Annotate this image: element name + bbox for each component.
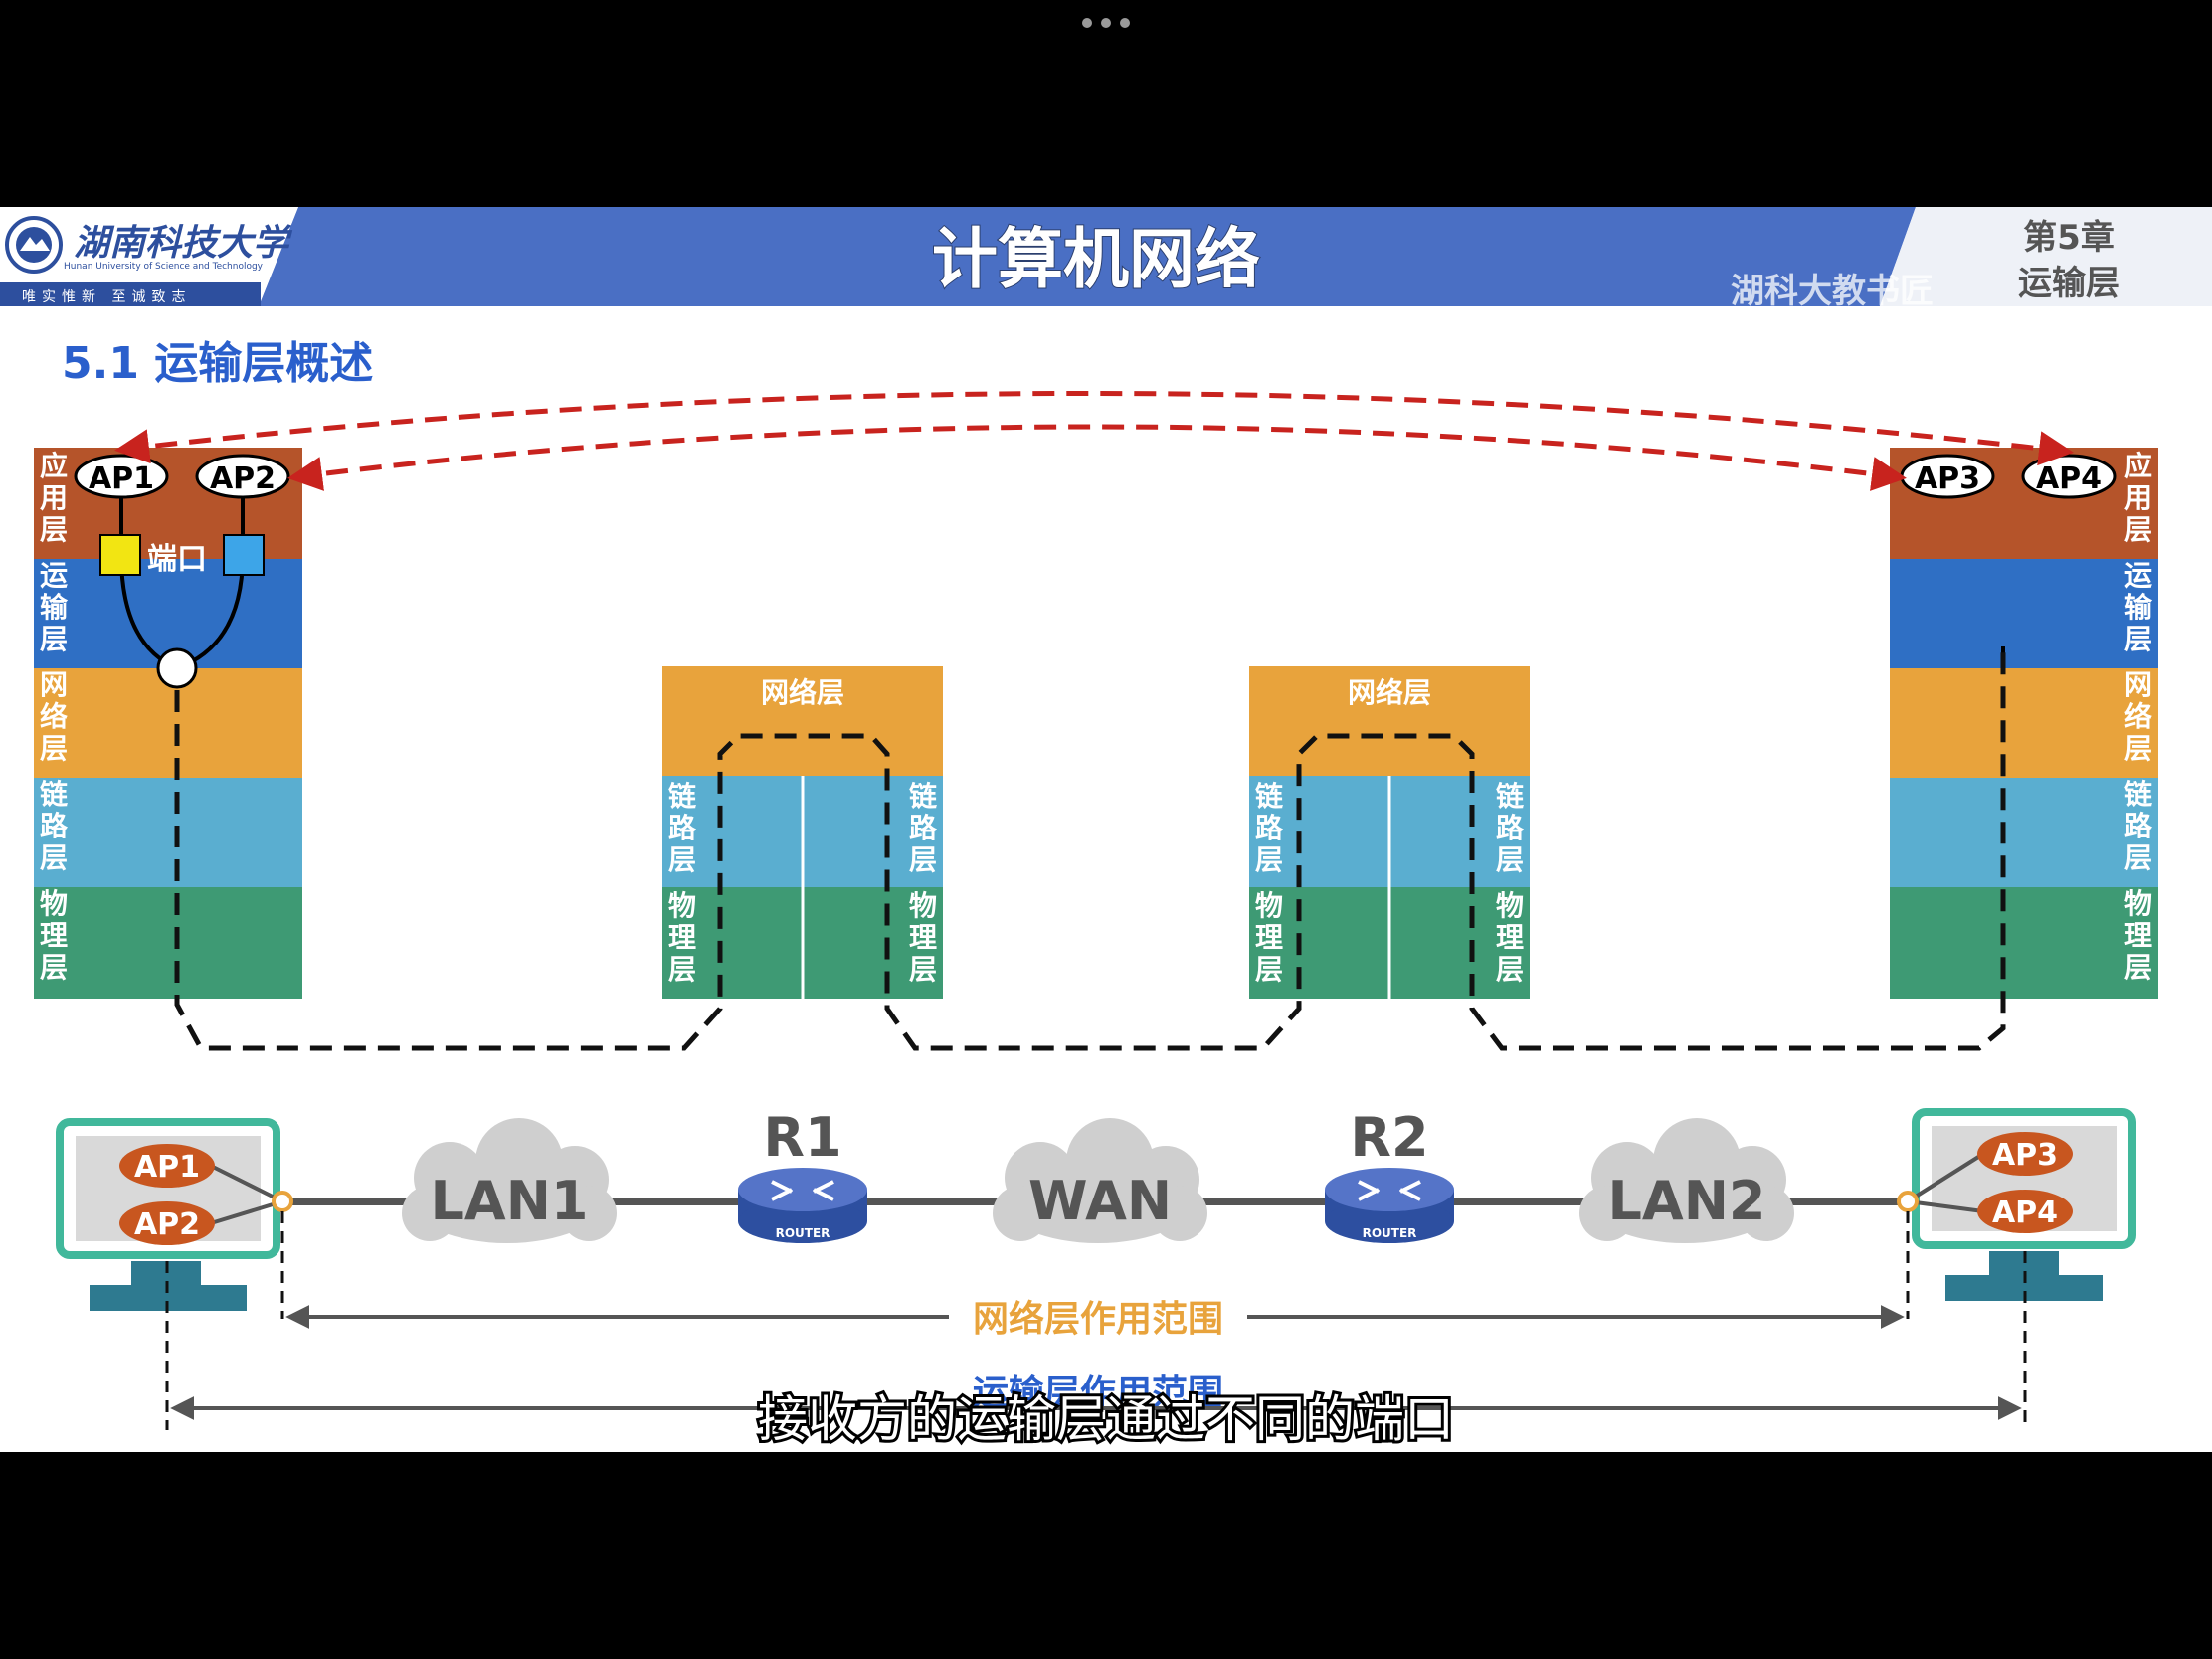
ap1-label: AP1 — [89, 461, 154, 496]
cloud-wan-label: WAN — [1028, 1170, 1172, 1232]
router1-stack — [662, 666, 943, 999]
layer-label-transport: 运输层 — [40, 559, 69, 655]
right-layer-labels: 应用层 运输层 网络层 链路层 物理层 — [2124, 450, 2153, 984]
right-host-port — [1897, 1191, 1919, 1212]
layer-label-link: 链路层 — [2124, 778, 2153, 874]
layer-label-link: 链路层 — [40, 778, 69, 874]
router2-side-labels: 链路层 链路层 物理层 物理层 — [1255, 780, 1525, 986]
cloud-lan1-label: LAN1 — [431, 1170, 589, 1232]
transport-network-junction — [156, 647, 198, 689]
course-title: 计算机网络 — [932, 221, 1260, 297]
cloud-wan[interactable]: WAN — [993, 1118, 1207, 1243]
layer-label-application: 应用层 — [40, 450, 68, 546]
router1-phys-right: 物理层 — [909, 889, 937, 986]
slide: 湖南科技大学 Hunan University of Science and T… — [0, 207, 2212, 1452]
layer-label-application: 应用层 — [2124, 450, 2152, 546]
router2-phys-left: 物理层 — [1255, 889, 1283, 986]
router-r2-label: R2 — [1350, 1106, 1428, 1169]
layer-label-network: 网络层 — [40, 668, 68, 765]
router-r1[interactable] — [738, 1168, 867, 1243]
letterbox-bottom — [0, 1452, 2212, 1659]
host-ap3-oval[interactable] — [1977, 1132, 2073, 1176]
cloud-lan1[interactable]: LAN1 — [402, 1118, 617, 1243]
host-ap1-label: AP1 — [134, 1150, 200, 1185]
right-protocol-stack — [1890, 448, 2158, 999]
slide-canvas: 湖南科技大学 Hunan University of Science and T… — [0, 207, 2212, 1451]
network-scope-label: 网络层作用范围 — [973, 1298, 1223, 1340]
layer-label-physical: 物理层 — [2124, 887, 2152, 984]
left-layer-labels: 应用层 运输层 网络层 链路层 物理层 — [40, 450, 69, 984]
ap4-label: AP4 — [2036, 461, 2102, 496]
router-r1-label: R1 — [763, 1106, 841, 1169]
router1-phys-left: 物理层 — [668, 889, 696, 986]
port-blue — [223, 534, 265, 576]
logical-link-ap1-ap4 — [114, 391, 2074, 466]
router-arrows-icon — [1358, 1180, 1421, 1201]
router2-link-right: 链路层 — [1496, 780, 1525, 876]
router-arrows-icon — [771, 1180, 834, 1201]
port-connectors — [99, 497, 265, 689]
router1-side-labels: 链路层 链路层 物理层 物理层 — [668, 780, 938, 986]
router-r1-badge: ROUTER — [776, 1226, 830, 1240]
port-label: 端口 — [147, 542, 207, 577]
chapter-name: 运输层 — [2018, 264, 2120, 303]
router-r2-badge: ROUTER — [1363, 1226, 1417, 1240]
left-protocol-stack — [34, 448, 302, 999]
data-path-dashed — [174, 646, 2006, 1051]
layer-label-physical: 物理层 — [40, 887, 68, 984]
chapter-number: 第5章 — [2023, 218, 2115, 258]
cloud-lan2-label: LAN2 — [1608, 1170, 1766, 1232]
university-logo — [5, 216, 63, 274]
left-host-processes: AP1 AP2 — [119, 1144, 293, 1245]
watermark: 湖科大教书匠 — [1731, 272, 1934, 311]
host-ap2-oval[interactable] — [119, 1201, 215, 1245]
right-host-processes: AP3 AP4 — [1897, 1132, 2073, 1233]
window-menu-dots[interactable] — [1082, 18, 1130, 30]
router2-phys-right: 物理层 — [1496, 889, 1524, 986]
university-name-en: Hunan University of Science and Technolo… — [64, 262, 264, 272]
host-ap4-oval[interactable] — [1977, 1190, 2073, 1233]
network-scope-label-bg — [949, 1293, 1247, 1341]
host-ap2-label: AP2 — [134, 1207, 200, 1242]
left-host-port — [272, 1191, 293, 1212]
logical-link-ap2-ap3 — [287, 424, 1907, 491]
ap2-label: AP2 — [210, 461, 276, 496]
scope-guides — [165, 1211, 2027, 1430]
university-name: 湖南科技大学 — [74, 223, 293, 264]
port-yellow — [99, 534, 141, 576]
ap3-label: AP3 — [1915, 461, 1980, 496]
video-subtitle: 接收方的运输层通过不同的端口 — [758, 1390, 1454, 1448]
router-r2[interactable] — [1325, 1168, 1454, 1243]
host-ap4-label: AP4 — [1992, 1196, 2058, 1230]
router1-link-left: 链路层 — [668, 780, 697, 876]
section-title: 5.1 运输层概述 — [62, 338, 373, 389]
cloud-lan2[interactable]: LAN2 — [1579, 1118, 1794, 1243]
host-ap3-label: AP3 — [1992, 1138, 2058, 1173]
router2-stack — [1249, 666, 1530, 999]
layer-label-network: 网络层 — [2124, 668, 2152, 765]
router2-network-label: 网络层 — [1348, 676, 1431, 709]
layer-label-transport: 运输层 — [2124, 559, 2153, 655]
router1-link-right: 链路层 — [909, 780, 938, 876]
header-band — [0, 207, 2212, 306]
router1-network-label: 网络层 — [761, 676, 844, 709]
university-motto: 唯实惟新 至诚致志 — [22, 289, 191, 305]
router2-link-left: 链路层 — [1255, 780, 1284, 876]
host-ap1-oval[interactable] — [119, 1144, 215, 1188]
right-process-ovals: AP3 AP4 — [1900, 454, 2117, 499]
